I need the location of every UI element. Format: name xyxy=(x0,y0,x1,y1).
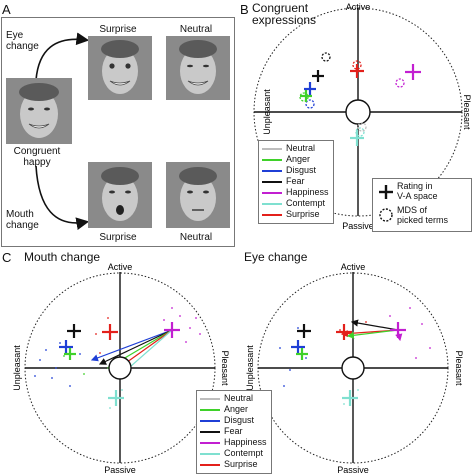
bottom-surprise-label: Surprise xyxy=(99,232,137,243)
mds-symbol-icon xyxy=(379,208,393,222)
panel-c-letter: C xyxy=(2,250,12,265)
panel-a-arrows xyxy=(35,32,90,230)
rating-fear xyxy=(312,70,324,82)
mouth-rating-surprise xyxy=(102,324,118,340)
c1-axis-pleasant: Pleasant xyxy=(220,350,230,386)
b-axis-active: Active xyxy=(346,2,371,12)
eye-change-label: Eye change xyxy=(6,30,39,52)
legend-swatch-happiness xyxy=(262,192,282,194)
b-axis-unpleasant: Unpleasant xyxy=(262,89,272,135)
b-axis-passive: Passive xyxy=(342,221,374,231)
mouth-change-label: Mouth change xyxy=(6,209,39,231)
c-legend-label-anger: Anger xyxy=(224,404,249,414)
legend-swatch-neutral xyxy=(262,148,282,150)
eye-rating-fear xyxy=(297,324,311,338)
eye-rating-contempt xyxy=(342,390,358,406)
c-legend-swatch-contempt xyxy=(200,453,220,455)
c2-axis-unpleasant: Unpleasant xyxy=(245,345,255,391)
mouth-rating-disgust xyxy=(59,340,73,354)
mds-neutral xyxy=(357,122,367,132)
c-legend-swatch-disgust xyxy=(200,420,220,422)
c-legend-label-disgust: Disgust xyxy=(224,415,255,425)
congruent-happy-caption: Congruent happy xyxy=(13,146,61,168)
face-mouth-surprise xyxy=(88,162,152,228)
mouth-change-title: Mouth change xyxy=(24,250,101,264)
face-mouth-neutral xyxy=(166,162,230,228)
c1-axis-active: Active xyxy=(108,262,133,272)
legend-swatch-contempt xyxy=(262,203,282,205)
face-congruent-happy xyxy=(6,78,72,144)
c-legend-label-contempt: Contempt xyxy=(224,448,264,458)
legend-label-neutral: Neutral xyxy=(286,143,316,153)
c-legend-swatch-neutral xyxy=(200,398,220,400)
mds-surprise xyxy=(352,60,362,70)
top-neutral-label: Neutral xyxy=(179,24,213,35)
c-legend-label-surprise: Surprise xyxy=(224,459,258,469)
mouth-rating-anger xyxy=(64,348,76,360)
c-legend-swatch-fear xyxy=(200,431,220,433)
legend-label-happiness: Happiness xyxy=(286,187,329,197)
face-eye-neutral xyxy=(166,36,230,100)
c2-axis-passive: Passive xyxy=(337,465,369,475)
c-legend-label-neutral: Neutral xyxy=(224,393,254,403)
legend-label-contempt: Contempt xyxy=(286,198,326,208)
c-legend-label-fear: Fear xyxy=(224,426,243,436)
c-legend-label-happiness: Happiness xyxy=(224,437,267,447)
b-axis-pleasant: Pleasant xyxy=(462,94,472,130)
rating-symbol-icon xyxy=(379,185,393,199)
mouth-rating-contempt xyxy=(108,390,124,406)
legend-label-surprise: Surprise xyxy=(286,209,320,219)
c-legend-swatch-happiness xyxy=(200,442,220,444)
mouth-change-plot: Active Passive Unpleasant Pleasant xyxy=(12,262,230,475)
eye-rating-happiness xyxy=(390,322,406,338)
eye-rating-surprise xyxy=(336,324,352,340)
eye-change-title: Eye change xyxy=(244,250,308,264)
mouth-rating-happiness xyxy=(164,322,180,338)
legend-swatch-fear xyxy=(262,181,282,183)
eye-rating-disgust xyxy=(291,340,305,354)
rating-contempt xyxy=(350,130,364,146)
mouth-scatter xyxy=(34,307,201,409)
eye-rating-anger xyxy=(296,348,308,360)
legend-label-disgust: Disgust xyxy=(286,165,317,175)
c-legend-swatch-surprise xyxy=(200,464,220,466)
panel-a-frame xyxy=(1,17,235,247)
panel-b-plot: Active Passive Unpleasant Pleasant xyxy=(253,2,472,231)
rating-anger xyxy=(300,90,312,102)
eye-change-arrow xyxy=(35,32,90,81)
panel-a-letter: A xyxy=(2,2,11,17)
legend-swatch-disgust xyxy=(262,170,282,172)
panel-b-title: Congruent expressions xyxy=(252,1,317,27)
legend-swatch-surprise xyxy=(262,214,282,216)
mds-happiness xyxy=(395,78,405,88)
rating-surprise xyxy=(350,64,364,78)
rating-disgust xyxy=(304,82,316,96)
face-eye-surprise xyxy=(88,36,152,100)
c1-axis-unpleasant: Unpleasant xyxy=(12,345,22,391)
panel-b-legend: Neutral Anger Disgust Fear Happiness Con… xyxy=(258,140,334,224)
legend-label-fear: Fear xyxy=(286,176,305,186)
mds-fear xyxy=(321,52,331,62)
bottom-neutral-label: Neutral xyxy=(179,232,213,243)
rating-happiness xyxy=(405,64,421,80)
mds-disgust xyxy=(305,99,315,109)
c2-axis-active: Active xyxy=(341,262,366,272)
c-legend-swatch-anger xyxy=(200,409,220,411)
mouth-change-arrow xyxy=(35,165,90,230)
mouth-rating-fear xyxy=(67,324,81,338)
c2-axis-pleasant: Pleasant xyxy=(454,350,464,386)
top-surprise-label: Surprise xyxy=(99,24,137,35)
legend-label-anger: Anger xyxy=(286,154,311,164)
panel-b-letter: B xyxy=(240,2,249,17)
panel-c-legend: Neutral Anger Disgust Fear Happiness Con… xyxy=(196,390,272,474)
eye-change-plot: Active Passive Unpleasant Pleasant xyxy=(245,262,464,475)
c1-axis-passive: Passive xyxy=(104,465,136,475)
legend-swatch-anger xyxy=(262,159,282,161)
